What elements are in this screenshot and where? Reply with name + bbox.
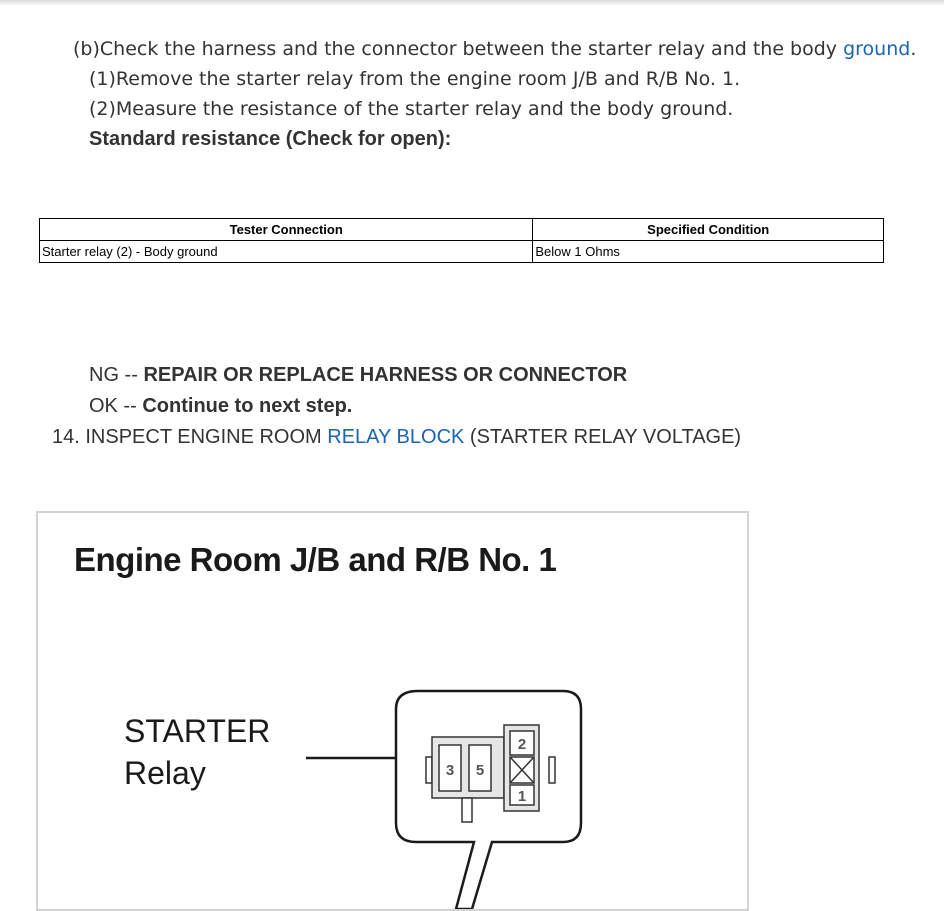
- figure-label-relay: Relay: [124, 755, 206, 791]
- step-14: 14. INSPECT ENGINE ROOM RELAY BLOCK (STA…: [52, 425, 741, 449]
- figure-label-starter: STARTER: [124, 713, 271, 749]
- ground-link[interactable]: ground: [843, 38, 911, 60]
- cell-specified-condition: Below 1 Ohms: [532, 240, 884, 263]
- pin-3-slot: [438, 744, 462, 792]
- step-14-suffix: (STARTER RELAY VOLTAGE): [464, 426, 742, 448]
- pin-label-3: 3: [446, 762, 454, 779]
- ok-prefix: OK --: [89, 395, 143, 417]
- resistance-table: Tester Connection Specified Condition St…: [38, 218, 884, 263]
- step-b-suffix: .: [910, 38, 917, 60]
- step-2: (2)Measure the resistance of the starter…: [89, 98, 734, 120]
- header-specified-condition: Specified Condition: [532, 218, 884, 241]
- step-b-text: (b)Check the harness and the connector b…: [73, 38, 844, 60]
- step-1: (1)Remove the starter relay from the eng…: [89, 68, 741, 90]
- header-tester-connection: Tester Connection: [38, 218, 534, 241]
- standard-resistance-label: Standard resistance (Check for open):: [89, 128, 452, 150]
- ng-line: NG -- REPAIR OR REPLACE HARNESS OR CONNE…: [89, 363, 627, 387]
- relay-block-figure: Engine Room J/B and R/B No. 1 STARTER Re…: [36, 511, 749, 911]
- callout-bubble: [394, 689, 583, 909]
- ng-action: REPAIR OR REPLACE HARNESS OR CONNECTOR: [143, 364, 628, 386]
- relay-diagram: 3 5 2 1: [306, 689, 583, 909]
- ok-action: Continue to next step.: [142, 395, 353, 417]
- pin-5-slot: [468, 744, 492, 792]
- figure-title: Engine Room J/B and R/B No. 1: [74, 541, 557, 578]
- cell-tester-connection: Starter relay (2) - Body ground: [38, 240, 534, 263]
- step-14-text: 14. INSPECT ENGINE ROOM: [52, 426, 328, 448]
- relay-connector: [425, 724, 556, 823]
- table-header-row: Tester Connection Specified Condition: [38, 218, 884, 241]
- pin-1-slot: [509, 784, 535, 806]
- pin-label-5: 5: [476, 762, 484, 779]
- table-row: Starter relay (2) - Body ground Below 1 …: [38, 240, 884, 263]
- ok-line: OK -- Continue to next step.: [89, 394, 352, 418]
- step-b: (b)Check the harness and the connector b…: [73, 37, 916, 61]
- ng-prefix: NG --: [89, 364, 144, 386]
- pin-label-2: 2: [518, 736, 526, 753]
- pin-2-slot: [509, 730, 535, 756]
- top-shadow: [0, 0, 944, 6]
- relay-block-link[interactable]: RELAY BLOCK: [327, 426, 465, 448]
- pin-label-1: 1: [518, 788, 526, 805]
